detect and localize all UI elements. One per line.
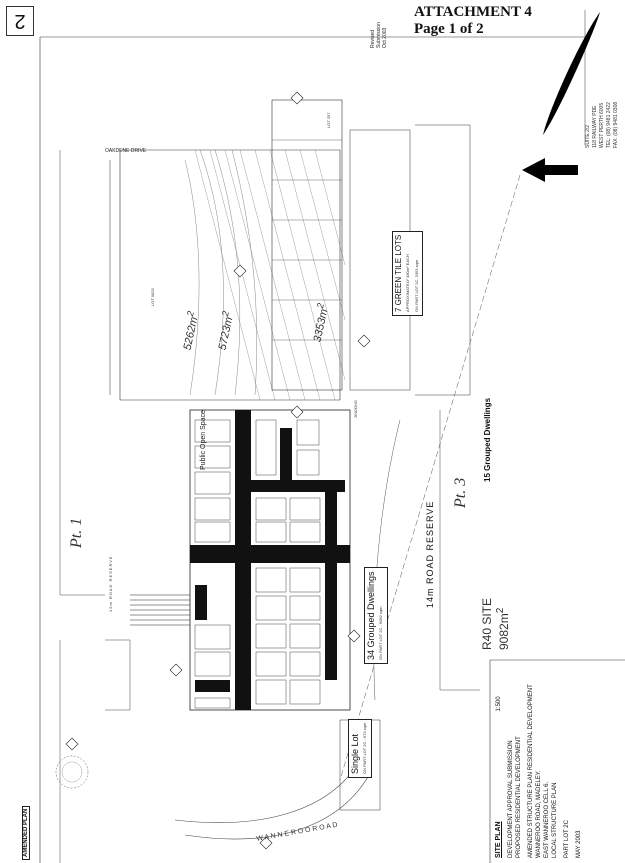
access-road-cross: [190, 545, 350, 563]
area-9082-value: 9082m: [497, 613, 511, 650]
single-lot: Single Lot: [350, 733, 360, 774]
boundary-diagonal: [339, 174, 521, 781]
title-block: SITE PLAN 1:500 DEVELOPMENT APPROVAL SUBM…: [495, 684, 583, 858]
firm-street: 118 RAILWAY PDE: [592, 105, 598, 148]
road-reserve-hatch: [130, 594, 190, 626]
title-line-1: DEVELOPMENT APPROVAL SUBMISSION: [508, 740, 514, 858]
road-reserve-14: 14m ROAD RESERVE: [425, 500, 435, 608]
pt1-outline: [59, 150, 105, 596]
firm-suite: SUITE 2/2: [585, 124, 591, 148]
site-plan-title: SITE PLAN: [495, 821, 502, 858]
council-stamp-inner: [61, 761, 83, 783]
east-lot-outline: [415, 124, 471, 396]
access-road-branch: [280, 428, 292, 484]
access-road-stub: [195, 680, 230, 692]
site-plan-row: SITE PLAN 1:500: [495, 684, 503, 858]
contour: [184, 159, 200, 396]
area-9082: 9082m2: [495, 607, 511, 650]
title-line-2: PROPOSED RESIDENTIAL DEVELOPMENT: [516, 736, 522, 858]
firm-address: SUITE 2/2 118 RAILWAY PDE WEST PERTH 600…: [585, 102, 620, 148]
street-oakdene: OAKDENE DRIVE: [105, 148, 147, 154]
contour: [231, 149, 257, 396]
council-stamp: [55, 755, 89, 789]
lot-dividers: [272, 139, 342, 341]
firm-fax: FAX: (08) 9481 0308: [613, 101, 619, 148]
title-line-8: MAY 2003: [576, 830, 582, 858]
r40-site: R40 SITE: [480, 597, 494, 650]
green-title-note2: ON PART LOT 2C, 3353 sqm: [414, 259, 419, 312]
firm-tel: TEL: (08) 9481 2422: [606, 102, 612, 148]
left-arrow-icon: [522, 158, 578, 182]
grouped-15: 15 Grouped Dwellings: [483, 397, 492, 482]
title-line-4: WANNEROO ROAD, MADELEY.: [536, 770, 542, 858]
attachment-heading: ATTACHMENT 4 Page 1 of 2: [414, 4, 532, 38]
road-reserve-15: 15m ROAD RESERVE: [108, 555, 113, 612]
green-title-lots-box: 7 GREEN TILE LOTS APPROXIMATELY 480m² EA…: [392, 230, 423, 316]
access-road-branch: [325, 560, 337, 680]
access-road-stub: [195, 585, 207, 620]
pt1-label: Pt. 1: [68, 517, 85, 548]
title-line-3: AMENDED STRUCTURE PLAN RESIDENTIAL DEVEL…: [528, 684, 534, 858]
contour: [199, 149, 224, 396]
amended-plan-stamp: AMENDED PLAN: [22, 805, 30, 860]
title-line-5: EAST WANNEROO CELL 6.: [544, 781, 550, 858]
grouped-34-box: 34 Grouped Dwellings ON PART LOT 2C - 90…: [364, 567, 388, 664]
wanneroo-road-edge: [174, 759, 361, 823]
jindong-label: JINDONG: [353, 400, 358, 418]
north-arrow-icon: [543, 12, 600, 135]
scale: 1:500: [496, 696, 502, 712]
title-line-7: PART LOT 2C: [564, 820, 570, 858]
attachment-title: ATTACHMENT 4: [414, 4, 532, 20]
dwelling-units: [194, 419, 321, 709]
lot-257-label: LOT 257: [326, 112, 331, 129]
access-road-branch: [325, 485, 337, 550]
page-of: Page 1 of 2: [414, 21, 484, 37]
wanneroo-road-edge: [184, 769, 373, 840]
public-open-space: Public Open Space: [200, 410, 207, 470]
hatching: [194, 149, 346, 401]
green-title-lots: 7 GREEN TILE LOTS: [394, 234, 403, 312]
title-line-6: LOCAL STRUCTURE PLAN: [552, 782, 558, 858]
pt3-outline: [439, 410, 480, 691]
pt3-label: Pt. 3: [452, 477, 469, 508]
side-lot: [105, 639, 131, 711]
r40-site-block: R40 SITE 9082m2: [480, 598, 511, 650]
lot-9025-label: LOT 9025: [150, 288, 155, 306]
access-road-upper: [250, 480, 345, 492]
grouped-34: 34 Grouped Dwellings: [366, 571, 376, 660]
single-lot-note: ON PART LOT 2C - 673 sqm: [362, 722, 367, 774]
grouped-34-note: ON PART LOT 2C - 9082 sqm: [378, 606, 383, 660]
lot-9025-outline: [119, 149, 341, 401]
diamond-markers: [65, 91, 371, 850]
green-title-lots-outline: [271, 99, 343, 391]
firm-city: WEST PERTH 6005: [599, 102, 605, 148]
single-lot-box-label: Single Lot ON PART LOT 2C - 673 sqm: [348, 718, 372, 778]
green-title-note: APPROXIMATELY 480m² EACH: [405, 254, 410, 312]
